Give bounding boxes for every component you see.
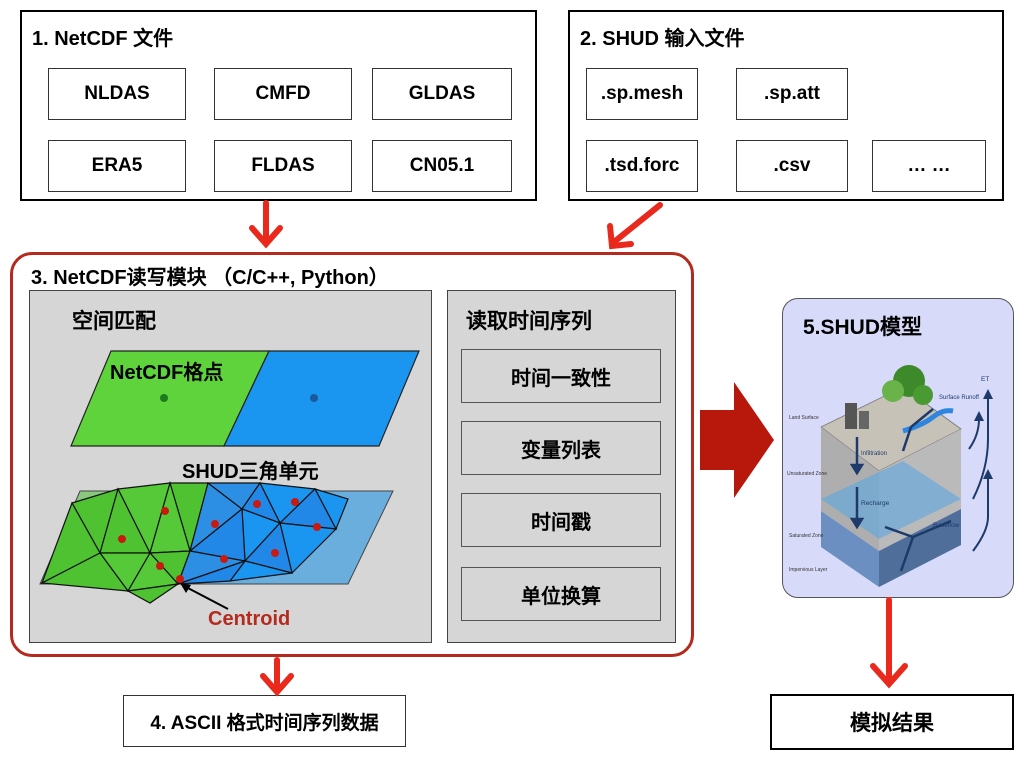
centroid-point (211, 520, 219, 528)
et-arrow-head (974, 411, 984, 421)
arrow-netcdf-to-module-head (249, 225, 283, 249)
ts-time-consistency: 时间一致性 (461, 349, 661, 403)
simulation-result-box: 模拟结果 (770, 694, 1014, 750)
label-infiltration: Infiltration (861, 451, 887, 457)
shud-model-illustration: Land Surface Unsaturated Zone Saturated … (787, 365, 993, 587)
ascii-output-box: 4. ASCII 格式时间序列数据 (123, 695, 406, 747)
netcdf-grid-cell-blue (223, 350, 420, 447)
ts-unit-conversion: 单位换算 (461, 567, 661, 621)
et-arrow-head (983, 469, 993, 479)
saturated-zone-right (879, 509, 961, 587)
ts-variable-list: 变量列表 (461, 421, 661, 475)
dataset-gldas: GLDAS (372, 68, 512, 120)
centroid-label: Centroid (208, 608, 290, 630)
dataset-fldas: FLDAS (214, 140, 352, 192)
simulation-result-title: 模拟结果 (850, 712, 934, 735)
mesh-triangle (39, 552, 130, 592)
shud-model-title: 5.SHUD模型 (803, 316, 923, 339)
netcdf-files-panel: 1. NetCDF 文件 NLDAS CMFD GLDAS ERA5 FLDAS… (20, 10, 537, 201)
timeseries-title: 读取时间序列 (466, 310, 592, 333)
ts-timestamp: 时间戳 (461, 493, 661, 547)
et-arrow-head (983, 389, 993, 399)
shud-mesh (39, 480, 349, 604)
ascii-output-title: 4. ASCII 格式时间序列数据 (150, 712, 379, 734)
tree-icon (913, 385, 933, 405)
baseflow-arrow (912, 519, 952, 539)
file-tsd-forc: .tsd.forc (586, 140, 698, 192)
infiltration-arrow-head (849, 463, 865, 476)
dataset-cmfd: CMFD (214, 68, 352, 120)
netcdf-files-title: 1. NetCDF 文件 (32, 28, 174, 50)
centroid-pointer-head (180, 583, 191, 593)
centroid-point (176, 575, 184, 583)
tree-icon (882, 380, 904, 402)
dataset-nldas: NLDAS (48, 68, 186, 120)
shud-input-title: 2. SHUD 输入文件 (580, 28, 745, 50)
label-saturated: Saturated Zone (789, 533, 824, 539)
label-surface-runoff: Surface Runoff (939, 395, 979, 401)
dataset-cn05: CN05.1 (372, 140, 512, 192)
baseflow-arrow (899, 536, 915, 572)
label-baseflow: Baseflow (933, 522, 960, 529)
baseflow-arrow (884, 525, 914, 539)
grid-point-blue (310, 394, 318, 402)
et-arrow (972, 477, 989, 552)
recharge-arrow-head (849, 517, 865, 530)
et-arrow (972, 397, 989, 500)
arrow-module-to-model (700, 382, 774, 498)
centroid-point (220, 555, 228, 563)
shud-input-panel: 2. SHUD 输入文件 .sp.mesh .sp.att .tsd.forc … (568, 10, 1004, 201)
netcdf-module-title: 3. NetCDF读写模块 （C/C++, Python） (31, 267, 389, 289)
arrow-module-to-ascii-head (260, 673, 294, 697)
file-more: … … (872, 140, 986, 192)
mesh-triangle (177, 559, 247, 585)
timeseries-panel: 读取时间序列 时间一致性 变量列表 时间戳 单位换算 (447, 290, 676, 643)
building-icon (845, 403, 857, 429)
centroid-pointer (185, 586, 229, 610)
spatial-matching-panel: 空间匹配 NetCDF格点 (29, 290, 432, 643)
file-sp-att: .sp.att (736, 68, 848, 120)
centroid-point (291, 498, 299, 506)
arrow-model-to-result-head (870, 663, 908, 689)
netcdf-grid-label: NetCDF格点 (110, 360, 223, 384)
label-land-surface: Land Surface (789, 415, 819, 421)
et-arrow (968, 418, 980, 450)
label-et: ET (981, 376, 989, 383)
file-csv: .csv (736, 140, 848, 192)
file-sp-mesh: .sp.mesh (586, 68, 698, 120)
mesh-triangle (126, 583, 179, 604)
centroids (118, 498, 321, 583)
spatial-matching-illustration: NetCDF格点 (39, 350, 420, 630)
river-icon (902, 408, 954, 434)
building-icon (859, 411, 869, 429)
centroid-point (271, 549, 279, 557)
label-recharge: Recharge (861, 500, 890, 507)
runoff-arrow (910, 408, 934, 428)
saturated-zone (821, 511, 879, 587)
label-unsaturated: Unsaturated Zone (787, 471, 827, 477)
netcdf-module-frame: 3. NetCDF读写模块 （C/C++, Python） (10, 252, 694, 657)
centroid-point (118, 535, 126, 543)
centroid-point (161, 507, 169, 515)
shud-model-panel: 5.SHUD模型 (782, 298, 1014, 598)
centroid-point (156, 562, 164, 570)
grid-point-green (160, 394, 168, 402)
arrow-input-to-module-head (607, 223, 634, 250)
centroid-point (313, 523, 321, 531)
dataset-era5: ERA5 (48, 140, 186, 192)
spatial-matching-title: 空间匹配 (72, 310, 156, 333)
arrow-input-to-module (611, 202, 663, 245)
shud-mesh-label: SHUD三角单元 (182, 459, 319, 483)
label-impervious: Impervious Layer (789, 567, 828, 573)
runoff-arrow (901, 426, 913, 452)
centroid-point (253, 500, 261, 508)
